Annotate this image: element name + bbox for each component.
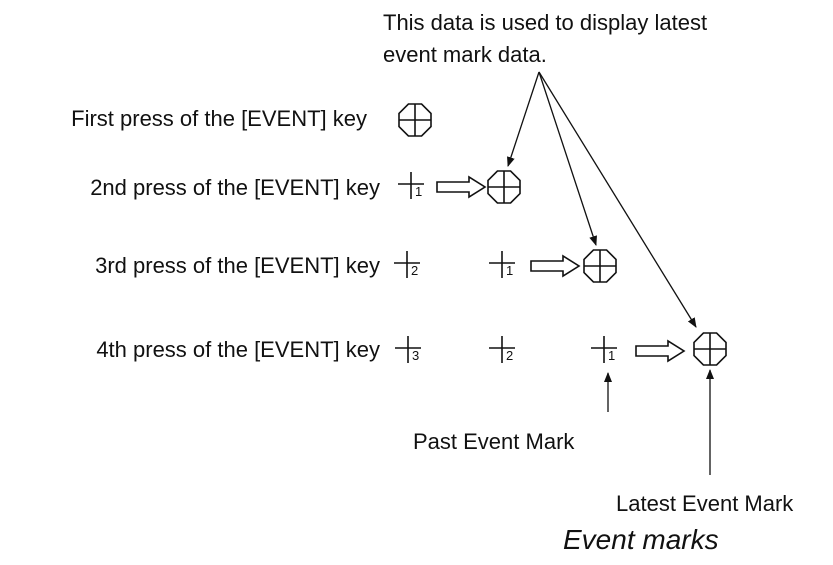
hollow-arrow-icon (436, 175, 487, 199)
mark-number: 2 (506, 348, 514, 363)
latest-event-mark-row4 (693, 332, 727, 366)
past-event-mark (395, 336, 421, 363)
row-label-first-press: First press of the [EVENT] key (71, 106, 367, 131)
cross-icon (591, 336, 617, 363)
past-event-mark (394, 251, 420, 278)
past-event-mark-label: Past Event Mark (413, 429, 575, 454)
arrow-to-row2-mark (507, 71, 540, 167)
row-label-third-press: 3rd press of the [EVENT] key (95, 253, 380, 278)
callout-line-1: This data is used to display latest (383, 10, 708, 35)
latest-event-mark-label: Latest Event Mark (616, 491, 794, 516)
mark-number: 2 (411, 263, 419, 278)
cross-icon (395, 336, 421, 363)
mark-number: 1 (506, 263, 514, 278)
cross-icon (394, 251, 420, 278)
past-event-mark (489, 336, 515, 363)
figure-caption: Event marks (563, 524, 719, 555)
past-event-mark (591, 336, 617, 363)
callout-line-2: event mark data. (383, 42, 547, 67)
mark-number: 1 (608, 348, 616, 363)
octagon-crosshair-icon (398, 103, 432, 137)
row-label-second-press: 2nd press of the [EVENT] key (90, 175, 380, 200)
callout-arrows (507, 71, 697, 328)
row-label-fourth-press: 4th press of the [EVENT] key (96, 337, 380, 362)
latest-event-mark-row3 (583, 249, 617, 283)
arrow-to-row4-mark (538, 71, 697, 328)
past-event-mark (489, 251, 515, 278)
hollow-arrow-icon (530, 254, 581, 278)
mark-number: 1 (415, 184, 423, 199)
mark-number: 3 (412, 348, 420, 363)
hollow-arrow-icon (635, 339, 686, 363)
octagon-crosshair-icon (487, 170, 521, 204)
latest-event-mark-row1 (398, 103, 432, 137)
arrow-to-row3-mark (538, 71, 597, 246)
cross-icon (489, 336, 515, 363)
octagon-crosshair-icon (583, 249, 617, 283)
octagon-crosshair-icon (693, 332, 727, 366)
cross-icon (489, 251, 515, 278)
cross-icon (398, 172, 424, 199)
past-event-mark (398, 172, 424, 199)
latest-event-mark-row2 (487, 170, 521, 204)
